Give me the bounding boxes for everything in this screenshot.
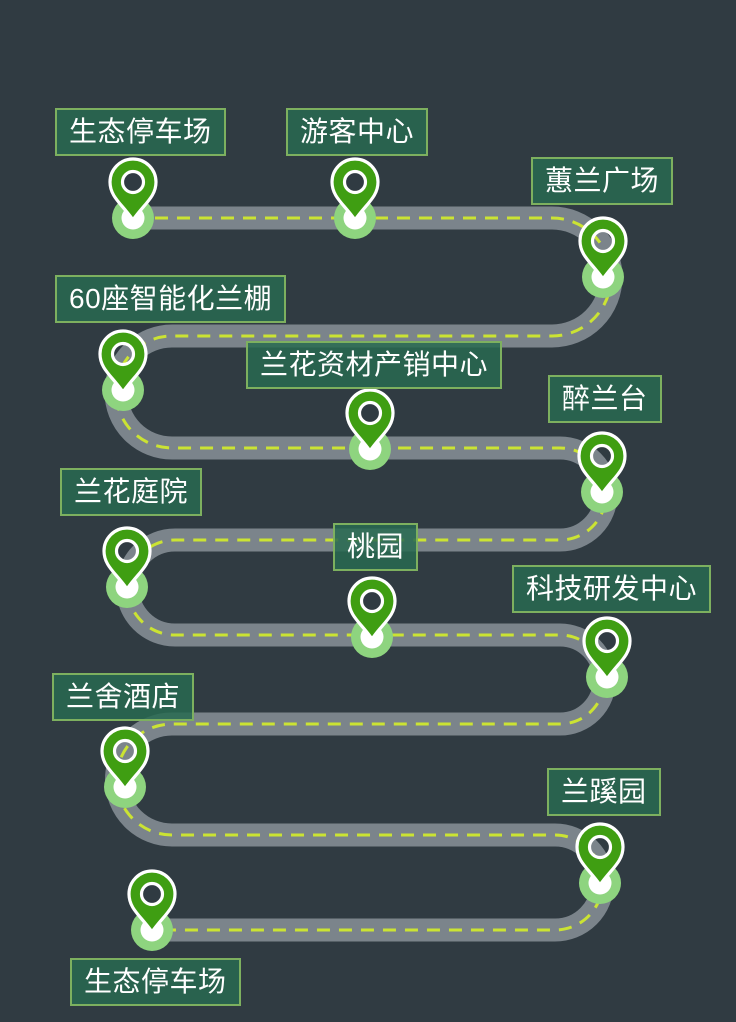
map-pin-zuilantai bbox=[577, 431, 627, 515]
label-peach-garden: 桃园 bbox=[333, 523, 419, 571]
map-pin-smart-orchid-sheds bbox=[98, 329, 148, 413]
map-pin-orchid-materials-center bbox=[345, 388, 395, 472]
map-pin-orchid-courtyard bbox=[102, 526, 152, 610]
label-eco-parking-start: 生态停车场 bbox=[55, 108, 226, 156]
label-huilan-plaza: 蕙兰广场 bbox=[531, 157, 674, 205]
label-orchid-courtyard: 兰花庭院 bbox=[60, 468, 203, 516]
map-pin-lanxiyuan bbox=[575, 822, 625, 906]
label-rd-center: 科技研发中心 bbox=[512, 565, 712, 613]
map-pin-huilan-plaza bbox=[578, 216, 628, 300]
label-eco-parking-end: 生态停车场 bbox=[70, 958, 241, 1006]
label-lanshe-hotel: 兰舍酒店 bbox=[52, 673, 195, 721]
label-lanxiyuan: 兰蹊园 bbox=[547, 768, 661, 816]
label-zuilantai: 醉兰台 bbox=[548, 375, 662, 423]
map-pin-eco-parking-end bbox=[127, 869, 177, 953]
label-smart-orchid-sheds: 60座智能化兰棚 bbox=[55, 275, 287, 323]
label-orchid-materials-center: 兰花资材产销中心 bbox=[246, 341, 503, 389]
map-pin-peach-garden bbox=[347, 576, 397, 660]
label-visitor-center: 游客中心 bbox=[286, 108, 429, 156]
map-pin-visitor-center bbox=[330, 157, 380, 241]
map-pin-rd-center bbox=[582, 616, 632, 700]
map-pin-lanshe-hotel bbox=[100, 726, 150, 810]
map-pin-eco-parking-start bbox=[108, 157, 158, 241]
